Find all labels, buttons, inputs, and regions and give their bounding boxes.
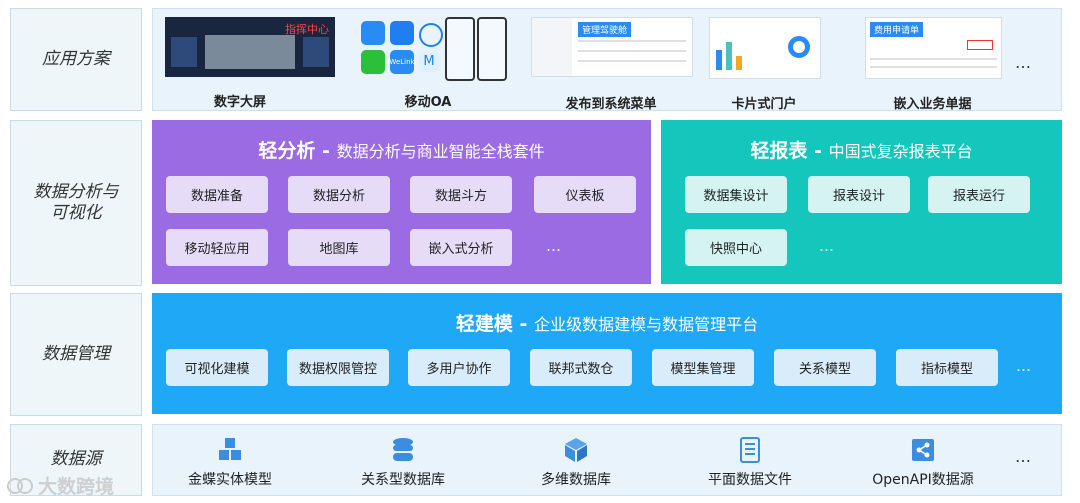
light-model-desc: 企业级数据建模与数据管理平台 <box>534 315 759 334</box>
sources-row: 金蝶实体模型 关系型数据库 多维数据库 平面数据文件 OpenAPI数据源 … <box>152 424 1062 496</box>
title-sep: - <box>315 140 337 162</box>
chip-federated-dw[interactable]: 联邦式数仓 <box>530 349 632 386</box>
digital-screen-thumbnail: 指挥中心 <box>165 17 335 77</box>
share-icon <box>912 439 934 461</box>
mobile-oa-thumbnail: WeLink M <box>353 17 507 83</box>
source-caption: 多维数据库 <box>541 472 611 488</box>
phone-screen-2 <box>477 17 507 81</box>
chip-map-library[interactable]: 地图库 <box>288 229 390 266</box>
source-kingdee-entity[interactable]: 金蝶实体模型 <box>155 433 305 489</box>
file-list-icon <box>740 437 760 463</box>
source-flat-file[interactable]: 平面数据文件 <box>675 433 825 489</box>
light-model-panel: 轻建模 - 企业级数据建模与数据管理平台 可视化建模 数据权限管控 多用户协作 … <box>152 293 1062 414</box>
app-caption: 移动OA <box>404 95 452 110</box>
embedded-doc-thumbnail: 费用申请单 <box>865 17 1002 79</box>
row-label-analysis-text: 数据分析与可视化 <box>33 181 119 223</box>
light-analysis-desc: 数据分析与商业智能全栈套件 <box>336 142 545 161</box>
apps-more: … <box>1015 53 1031 72</box>
chip-permission-control[interactable]: 数据权限管控 <box>287 349 389 386</box>
chip-visual-modeling[interactable]: 可视化建模 <box>166 349 268 386</box>
chip-relation-model[interactable]: 关系模型 <box>774 349 876 386</box>
cloud-app-icon <box>361 21 385 45</box>
doc-screen-title: 费用申请单 <box>870 22 924 37</box>
app-card-portal[interactable]: 卡片式门户 <box>709 17 821 112</box>
light-model-title: 轻建模 - 企业级数据建模与数据管理平台 <box>152 309 1062 336</box>
card-portal-thumbnail <box>709 17 821 79</box>
chip-dataset-design[interactable]: 数据集设计 <box>685 176 787 213</box>
light-report-desc: 中国式复杂报表平台 <box>828 142 973 161</box>
system-menu-thumbnail: 管理驾驶舱 <box>531 17 693 77</box>
cubes-icon <box>219 438 241 460</box>
chip-model-set[interactable]: 模型集管理 <box>652 349 754 386</box>
source-openapi[interactable]: OpenAPI数据源 <box>848 433 998 489</box>
chip-report-run[interactable]: 报表运行 <box>928 176 1030 213</box>
light-model-more: … <box>1016 357 1031 375</box>
light-analysis-name: 轻分析 <box>258 140 316 162</box>
chat-icon <box>419 23 443 47</box>
app-caption: 卡片式门户 <box>731 97 797 112</box>
app-embedded-doc[interactable]: 费用申请单 嵌入业务单据 <box>865 17 1002 112</box>
light-model-name: 轻建模 <box>455 313 513 335</box>
chip-snapshot-center[interactable]: 快照中心 <box>685 229 787 266</box>
light-report-title: 轻报表 - 中国式复杂报表平台 <box>661 136 1062 163</box>
screen-title: 指挥中心 <box>285 23 329 36</box>
title-sep: - <box>807 140 829 162</box>
title-sep: - <box>512 313 535 335</box>
light-report-name: 轻报表 <box>750 140 808 162</box>
chip-multi-user[interactable]: 多用户协作 <box>408 349 510 386</box>
welink-icon: WeLink <box>389 50 415 74</box>
chip-metric-model[interactable]: 指标模型 <box>896 349 998 386</box>
chip-report-design[interactable]: 报表设计 <box>808 176 910 213</box>
sources-more: … <box>1015 447 1031 466</box>
m-app-icon: M <box>419 52 439 72</box>
light-report-panel: 轻报表 - 中国式复杂报表平台 数据集设计 报表设计 报表运行 快照中心 … <box>661 120 1062 284</box>
app-caption: 发布到系统菜单 <box>565 97 657 112</box>
row-label-analysis: 数据分析与可视化 <box>10 120 142 286</box>
source-caption: 关系型数据库 <box>361 472 445 488</box>
app-mobile-oa[interactable]: WeLink M 移动OA <box>353 17 507 112</box>
phone-screen-1 <box>445 17 475 81</box>
light-analysis-more: … <box>546 237 561 255</box>
chip-data-analysis[interactable]: 数据分析 <box>288 176 390 213</box>
source-relational-db[interactable]: 关系型数据库 <box>328 433 478 489</box>
source-multidim-db[interactable]: 多维数据库 <box>501 433 651 489</box>
row-label-management: 数据管理 <box>10 293 142 416</box>
watermark-logo-icon <box>7 477 33 494</box>
source-caption: OpenAPI数据源 <box>872 472 974 488</box>
source-caption: 平面数据文件 <box>708 472 792 488</box>
chip-mobile-app[interactable]: 移动轻应用 <box>166 229 268 266</box>
source-caption: 金蝶实体模型 <box>188 472 272 488</box>
app-caption: 嵌入业务单据 <box>893 97 972 112</box>
database-icon <box>393 438 413 461</box>
chip-data-prep[interactable]: 数据准备 <box>166 176 268 213</box>
chip-dashboard[interactable]: 仪表板 <box>534 176 636 213</box>
watermark-text: 大数跨境 <box>38 476 115 498</box>
light-report-more: … <box>819 237 834 255</box>
apps-row: 指挥中心 数字大屏 WeLink M 移动OA 管理驾驶舱 发布到系统菜单 <box>152 8 1062 112</box>
app-caption: 数字大屏 <box>213 95 266 110</box>
light-analysis-title: 轻分析 - 数据分析与商业智能全栈套件 <box>152 136 651 163</box>
wechat-icon <box>361 50 385 74</box>
chip-data-dofang[interactable]: 数据斗方 <box>410 176 512 213</box>
menu-screen-title: 管理驾驶舱 <box>578 22 632 37</box>
app-system-menu[interactable]: 管理驾驶舱 发布到系统菜单 <box>531 17 693 112</box>
dingtalk-icon <box>390 21 414 45</box>
cube-icon <box>565 438 587 462</box>
light-analysis-panel: 轻分析 - 数据分析与商业智能全栈套件 数据准备 数据分析 数据斗方 仪表板 移… <box>152 120 651 284</box>
chip-embedded-analysis[interactable]: 嵌入式分析 <box>410 229 512 266</box>
app-digital-screen[interactable]: 指挥中心 数字大屏 <box>165 17 335 112</box>
row-label-apps: 应用方案 <box>10 8 142 111</box>
watermark: 大数跨境 <box>6 472 114 499</box>
